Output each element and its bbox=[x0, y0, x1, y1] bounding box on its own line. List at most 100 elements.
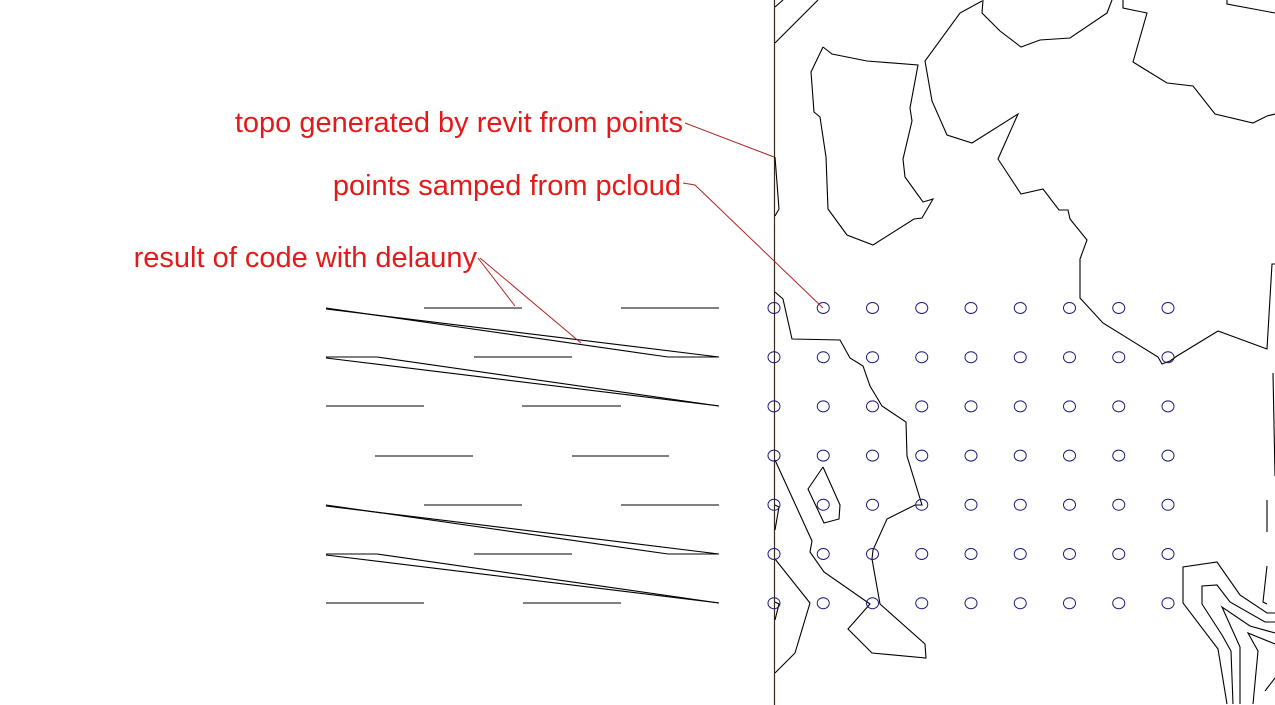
sample-point bbox=[1013, 302, 1027, 314]
sample-point bbox=[1063, 498, 1076, 511]
contour bbox=[1201, 584, 1275, 705]
sample-point bbox=[767, 597, 781, 610]
sample-point bbox=[1063, 400, 1076, 413]
sample-point bbox=[816, 498, 830, 511]
sample-point bbox=[1161, 400, 1175, 413]
contour bbox=[1262, 565, 1268, 605]
contour bbox=[774, 291, 927, 659]
sample-point bbox=[767, 548, 781, 560]
contour bbox=[774, 156, 780, 217]
sample-point bbox=[964, 498, 978, 511]
annotation-result: result of code with delauny bbox=[133, 242, 477, 274]
sample-point bbox=[1063, 548, 1076, 560]
leader-result-2 bbox=[479, 257, 582, 344]
sample-point bbox=[1013, 597, 1027, 610]
sample-point bbox=[964, 302, 978, 314]
result-segment bbox=[325, 554, 720, 604]
leader-points bbox=[682, 182, 824, 309]
sample-point bbox=[1013, 449, 1027, 462]
sample-point bbox=[767, 351, 781, 364]
sample-point bbox=[1112, 548, 1126, 560]
sample-point bbox=[1112, 498, 1126, 511]
sample-point bbox=[1161, 548, 1175, 560]
result-segment bbox=[326, 356, 720, 407]
sample-point bbox=[816, 302, 830, 314]
annotation-topo: topo generated by revit from points bbox=[234, 107, 683, 139]
contour bbox=[1264, 677, 1275, 692]
sample-point bbox=[816, 400, 830, 413]
sample-point bbox=[866, 597, 879, 610]
sample-point bbox=[915, 548, 929, 560]
annotation-points: points samped from pcloud bbox=[332, 170, 681, 202]
sample-point bbox=[964, 449, 978, 462]
contour bbox=[924, 0, 1275, 365]
sample-point bbox=[1013, 400, 1027, 413]
result-segment bbox=[325, 307, 719, 358]
sample-point bbox=[1013, 548, 1027, 560]
sampled-points-grid bbox=[767, 302, 1175, 610]
delaunay-result-lines bbox=[325, 307, 720, 604]
sample-point bbox=[1063, 449, 1076, 462]
contour bbox=[810, 46, 935, 246]
sample-point bbox=[767, 449, 781, 462]
sample-point bbox=[1112, 351, 1126, 364]
sample-point bbox=[1063, 351, 1076, 364]
leader-topo bbox=[684, 122, 775, 158]
sample-point bbox=[1063, 597, 1076, 610]
contour bbox=[1226, 0, 1275, 14]
sample-point bbox=[866, 449, 879, 462]
sample-point bbox=[964, 548, 978, 560]
sample-point bbox=[964, 351, 978, 364]
sample-point bbox=[915, 302, 929, 314]
sample-point bbox=[1112, 400, 1126, 413]
sample-point bbox=[964, 597, 978, 610]
contour bbox=[774, 558, 811, 674]
sample-point bbox=[1161, 498, 1175, 511]
sample-point bbox=[1063, 302, 1076, 314]
sample-point bbox=[1161, 597, 1175, 610]
leader-result-1 bbox=[477, 257, 516, 307]
sample-point bbox=[866, 351, 879, 364]
sample-point bbox=[1161, 449, 1175, 462]
result-segment bbox=[325, 504, 719, 555]
contour bbox=[1220, 605, 1275, 704]
sample-point bbox=[1112, 302, 1126, 314]
sample-point bbox=[816, 351, 830, 364]
contour bbox=[774, 0, 819, 44]
result-segment bbox=[325, 308, 720, 358]
result-segment bbox=[325, 357, 720, 407]
contour bbox=[981, 0, 1113, 48]
result-segment bbox=[325, 505, 720, 555]
revit-topo-contours bbox=[774, 0, 1275, 705]
sample-point bbox=[915, 449, 929, 462]
sample-point bbox=[767, 302, 781, 314]
sample-point bbox=[866, 498, 879, 511]
sample-point bbox=[1112, 597, 1126, 610]
sample-point bbox=[866, 400, 879, 413]
contour bbox=[1182, 561, 1275, 705]
contour bbox=[774, 0, 784, 8]
result-segment bbox=[326, 553, 720, 604]
sample-point bbox=[767, 498, 781, 511]
sample-point bbox=[915, 351, 929, 364]
sample-point bbox=[816, 548, 830, 560]
sample-point bbox=[915, 498, 929, 511]
contour bbox=[807, 466, 841, 524]
sample-point bbox=[1161, 351, 1175, 364]
contour bbox=[774, 601, 780, 621]
sample-point bbox=[866, 548, 879, 560]
sample-point bbox=[816, 597, 830, 610]
sample-point bbox=[816, 449, 830, 462]
sample-point bbox=[964, 400, 978, 413]
sample-point bbox=[1013, 498, 1027, 511]
sample-point bbox=[1013, 351, 1027, 364]
sample-point bbox=[767, 400, 781, 413]
contour bbox=[1246, 631, 1275, 705]
sample-point bbox=[915, 400, 929, 413]
sample-point bbox=[866, 302, 879, 314]
sample-point bbox=[915, 597, 929, 610]
sample-point bbox=[1161, 302, 1175, 314]
contour bbox=[1122, 0, 1275, 124]
leader-lines bbox=[477, 122, 824, 344]
